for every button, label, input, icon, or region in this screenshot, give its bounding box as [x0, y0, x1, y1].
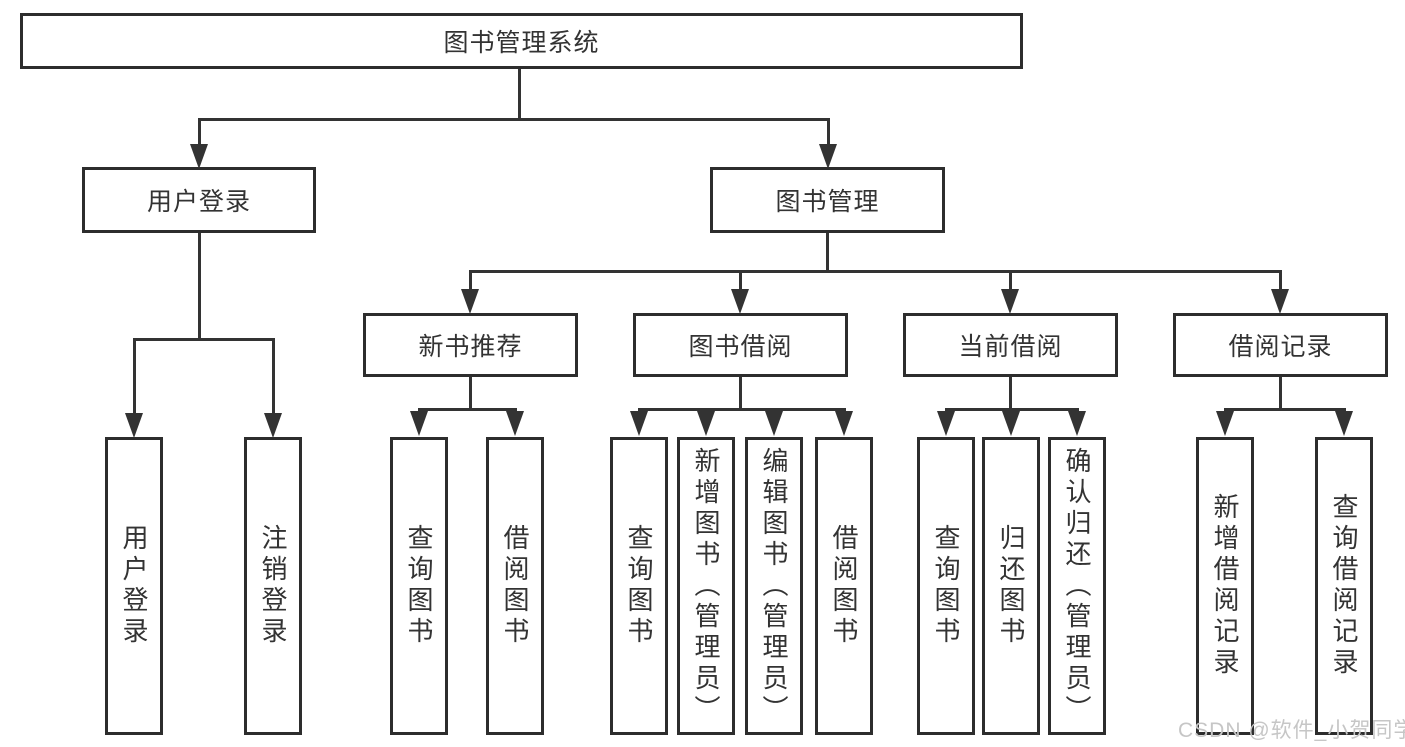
arrowhead-down-icon — [264, 413, 282, 438]
leaf-user-login: 用户登录 — [105, 437, 163, 735]
arrowhead-down-icon — [937, 411, 955, 436]
arrowhead-down-icon — [1216, 411, 1234, 436]
arrowhead-down-icon — [461, 289, 479, 314]
leaf-logout: 注销登录 — [244, 437, 302, 735]
leaf-label: 借阅图书 — [829, 524, 859, 648]
node-current-borrowing-label: 当前借阅 — [958, 333, 1063, 361]
connector-line — [272, 338, 275, 416]
leaf-add-books-admin: 新增图书（管理员） — [677, 437, 735, 735]
arrowhead-down-icon — [835, 411, 853, 436]
leaf-query-books-recommend: 查询图书 — [390, 437, 448, 735]
arrowhead-down-icon — [506, 411, 524, 436]
arrowhead-down-icon — [765, 411, 783, 436]
leaf-confirm-return-admin: 确认归还（管理员） — [1048, 437, 1106, 735]
connector-line — [469, 270, 472, 292]
leaf-label: 编辑图书（管理员） — [759, 446, 789, 726]
leaf-add-borrow-record: 新增借阅记录 — [1196, 437, 1254, 735]
arrowhead-down-icon — [410, 411, 428, 436]
node-borrowing-records-label: 借阅记录 — [1228, 333, 1333, 361]
leaf-label: 借阅图书 — [500, 524, 530, 648]
connector-line — [198, 118, 201, 148]
node-new-book-recommend: 新书推荐 — [363, 313, 578, 377]
arrowhead-down-icon — [1068, 411, 1086, 436]
leaf-query-books-borrowing: 查询图书 — [610, 437, 668, 735]
connector-line — [945, 408, 1079, 411]
arrowhead-down-icon — [1002, 411, 1020, 436]
connector-line — [1279, 377, 1282, 408]
connector-line — [1279, 270, 1282, 292]
node-root: 图书管理系统 — [20, 13, 1023, 69]
node-user-login: 用户登录 — [82, 167, 316, 233]
connector-line — [198, 118, 830, 121]
connector-line — [469, 377, 472, 408]
arrowhead-down-icon — [819, 144, 837, 169]
connector-line — [638, 408, 846, 411]
node-current-borrowing: 当前借阅 — [903, 313, 1118, 377]
node-book-borrowing-label: 图书借阅 — [688, 333, 793, 361]
leaf-label: 新增借阅记录 — [1210, 493, 1240, 679]
leaf-label: 注销登录 — [258, 524, 288, 648]
connector-line — [739, 270, 742, 292]
connector-line — [469, 270, 1282, 273]
leaf-label: 查询图书 — [624, 524, 654, 648]
connector-line — [133, 338, 136, 416]
node-book-borrowing: 图书借阅 — [633, 313, 848, 377]
csdn-watermark: CSDN @软件_小贺同学 — [1178, 719, 1405, 742]
leaf-edit-books-admin: 编辑图书（管理员） — [745, 437, 803, 735]
arrowhead-down-icon — [697, 411, 715, 436]
arrowhead-down-icon — [1271, 289, 1289, 314]
node-book-management-label: 图书管理 — [775, 188, 880, 216]
leaf-borrow-books-borrowing: 借阅图书 — [815, 437, 873, 735]
leaf-label: 查询图书 — [404, 524, 434, 648]
connector-line — [1009, 377, 1012, 408]
leaf-label: 新增图书（管理员） — [691, 446, 721, 726]
connector-line — [826, 233, 829, 270]
leaf-return-books: 归还图书 — [982, 437, 1040, 735]
leaf-borrow-books-recommend: 借阅图书 — [486, 437, 544, 735]
arrowhead-down-icon — [1335, 411, 1353, 436]
connector-line — [739, 377, 742, 408]
node-new-book-recommend-label: 新书推荐 — [418, 333, 523, 361]
leaf-label: 查询借阅记录 — [1329, 493, 1359, 679]
node-borrowing-records: 借阅记录 — [1173, 313, 1388, 377]
connector-line — [518, 69, 521, 118]
node-book-management: 图书管理 — [710, 167, 945, 233]
arrowhead-down-icon — [190, 144, 208, 169]
connector-line — [133, 338, 275, 341]
arrowhead-down-icon — [630, 411, 648, 436]
leaf-label: 确认归还（管理员） — [1062, 446, 1092, 726]
leaf-label: 查询图书 — [931, 524, 961, 648]
leaf-label: 用户登录 — [119, 524, 149, 648]
arrowhead-down-icon — [125, 413, 143, 438]
connector-line — [1009, 270, 1012, 292]
leaf-query-borrow-record: 查询借阅记录 — [1315, 437, 1373, 735]
connector-line — [1224, 408, 1346, 411]
node-root-label: 图书管理系统 — [443, 29, 600, 57]
leaf-label: 归还图书 — [996, 524, 1026, 648]
arrowhead-down-icon — [731, 289, 749, 314]
connector-line — [827, 118, 830, 148]
arrowhead-down-icon — [1001, 289, 1019, 314]
leaf-query-books-current: 查询图书 — [917, 437, 975, 735]
connector-line — [198, 233, 201, 338]
connector-line — [418, 408, 517, 411]
node-user-login-label: 用户登录 — [146, 188, 251, 216]
